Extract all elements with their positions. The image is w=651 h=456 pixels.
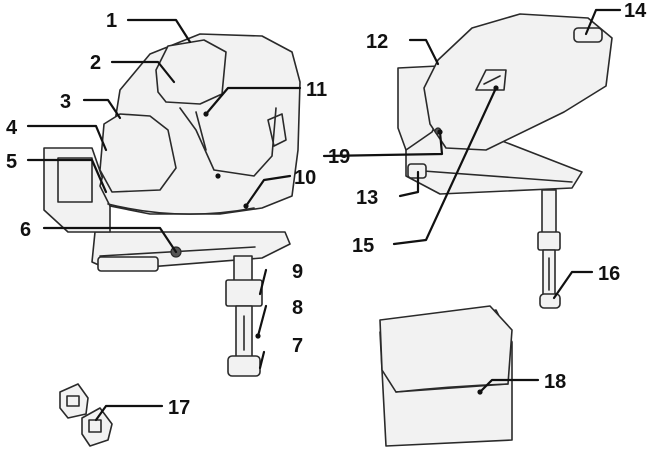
callout-18: 18 — [544, 371, 566, 393]
leader-13 — [398, 170, 420, 198]
side-wing — [99, 113, 177, 193]
swivel-seam — [107, 203, 255, 215]
leader-19 — [322, 130, 444, 158]
shell-window — [267, 113, 287, 147]
callout-14: 14 — [624, 0, 647, 22]
leader-dot-19a — [215, 173, 221, 179]
leader-dot-10 — [243, 203, 249, 209]
front-isofix-connector — [97, 256, 159, 272]
rear-view-seat — [397, 13, 613, 309]
rebound-bar — [43, 147, 111, 233]
leader-11 — [204, 86, 302, 116]
leader-7 — [258, 350, 266, 370]
isofix-guide-left-slot — [66, 395, 80, 407]
leader-9 — [258, 268, 268, 296]
callout-5: 5 — [6, 151, 17, 173]
leader-17 — [94, 404, 164, 422]
leader-lines — [26, 8, 622, 422]
recline-handle-grip — [483, 75, 501, 85]
leader-4 — [26, 124, 108, 152]
callout-2: 2 — [90, 52, 101, 74]
leader-8 — [256, 304, 268, 338]
front-leg-adjuster — [225, 279, 263, 307]
rear-leg-adjuster — [537, 231, 561, 251]
leader-18 — [478, 378, 540, 394]
front-leg-foot — [227, 355, 261, 377]
callout-1: 1 — [106, 10, 117, 32]
leader-dot-18 — [477, 389, 483, 395]
rear-load-leg — [541, 189, 557, 235]
callout-11: 11 — [306, 79, 327, 101]
rear-leg-foot — [539, 293, 561, 309]
callout-10: 10 — [294, 167, 316, 189]
callout-4: 4 — [6, 117, 18, 139]
isofix-guides — [59, 383, 113, 447]
leader-14 — [584, 8, 622, 36]
storage-bag — [379, 305, 513, 447]
harness-strap — [195, 111, 207, 151]
leader-2 — [110, 60, 176, 84]
seat-inner — [179, 107, 277, 177]
rear-seat-shell — [423, 13, 613, 151]
callout-15: 15 — [352, 235, 374, 257]
callout-8: 8 — [292, 297, 303, 319]
callout-16: 16 — [598, 263, 620, 285]
isofix-guide-right — [81, 407, 113, 447]
callout-7: 7 — [292, 335, 303, 357]
leader-dot-19b — [437, 129, 443, 135]
leader-5 — [26, 158, 108, 194]
front-view-seat — [43, 33, 301, 377]
callout-6: 6 — [20, 219, 31, 241]
leader-10 — [244, 174, 292, 208]
leader-1 — [126, 18, 192, 44]
callout-3: 3 — [60, 91, 71, 113]
leader-dot-8 — [255, 333, 261, 339]
leader-15 — [392, 86, 498, 246]
leader-dot-15 — [493, 85, 499, 91]
callout-13: 13 — [356, 187, 378, 209]
callout-19: 19 — [328, 146, 350, 168]
leader-12 — [408, 38, 440, 66]
callout-12: 12 — [366, 31, 388, 53]
callout-17: 17 — [168, 397, 190, 419]
leader-16 — [552, 270, 594, 300]
rebound-bar-inner — [57, 157, 93, 203]
callout-labels: 1 2 3 4 5 6 7 8 9 10 11 12 13 14 15 16 1… — [6, 0, 647, 419]
isofix-guide-left — [59, 383, 89, 419]
leader-dot-11 — [203, 111, 209, 117]
callout-9: 9 — [292, 261, 303, 283]
bag-flap-edge — [395, 383, 509, 393]
leader-3 — [82, 98, 122, 120]
rear-base-edge — [409, 169, 573, 183]
leader-6 — [42, 226, 178, 254]
